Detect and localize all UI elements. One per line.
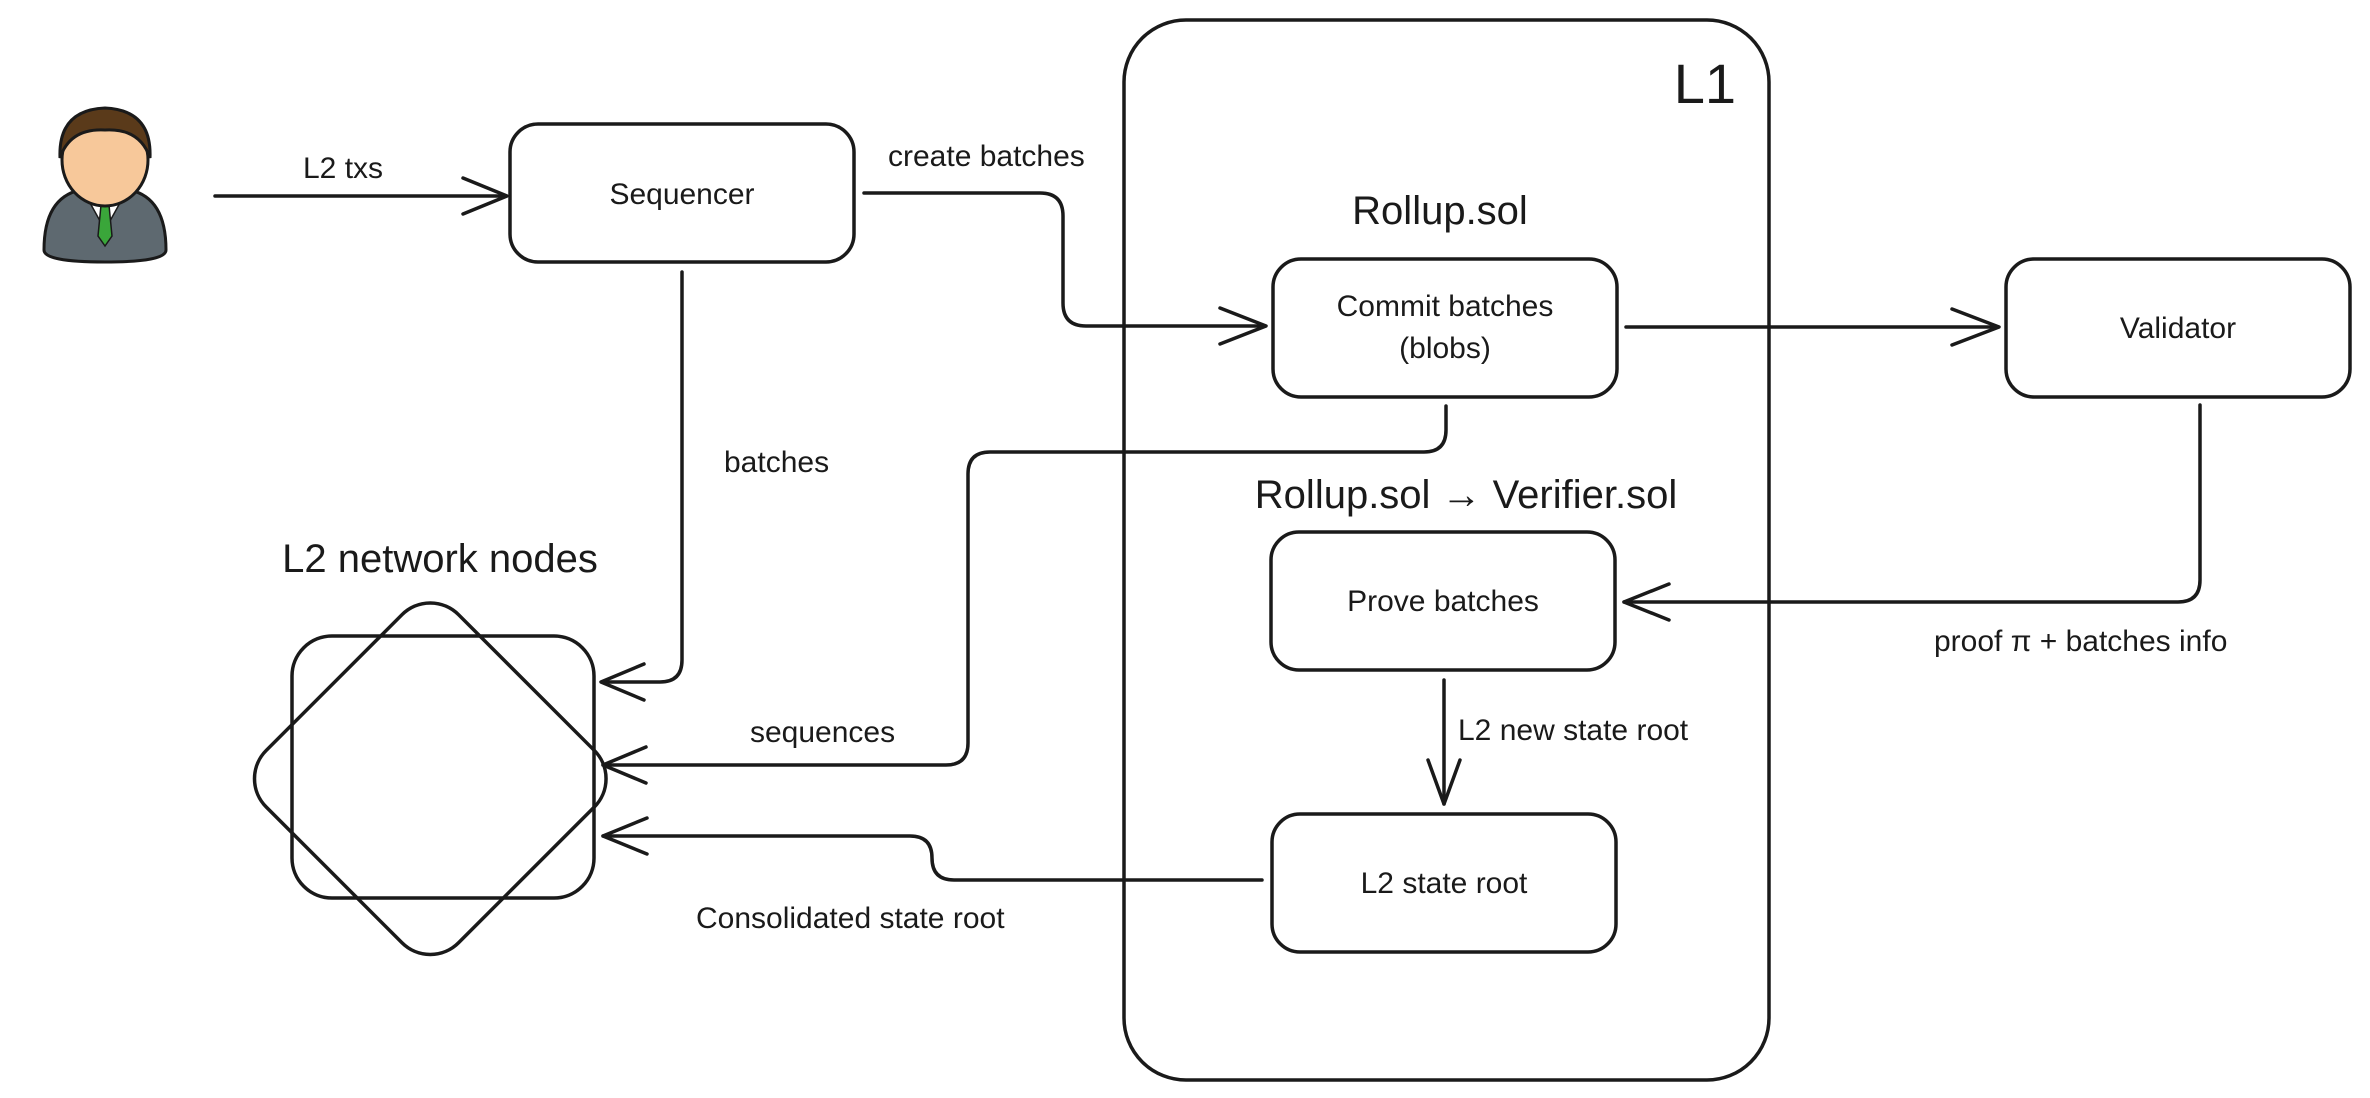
edge-label-new-state-root: L2 new state root	[1458, 714, 1689, 747]
prove-batches-node	[1269, 530, 1617, 672]
l2-state-root-label: L2 state root	[1361, 867, 1528, 900]
commit-batches-label-line2: (blobs)	[1399, 332, 1491, 365]
user-avatar-icon	[42, 106, 168, 264]
sequencer-node	[508, 122, 856, 264]
edge-label-proof: proof π + batches info	[1934, 625, 2227, 658]
prove-batches-label: Prove batches	[1347, 585, 1539, 618]
edge-create-batches	[862, 191, 1268, 346]
sequencer-label: Sequencer	[609, 178, 754, 211]
edge-label-create-batches: create batches	[888, 140, 1085, 173]
l1-container	[1122, 18, 1771, 1082]
edge-label-batches: batches	[724, 446, 829, 479]
validator-node	[2004, 257, 2352, 399]
edge-label-consolidated: Consolidated state root	[696, 902, 1005, 935]
edge-label-sequences: sequences	[750, 716, 895, 749]
edge-batches	[599, 270, 684, 702]
validator-label: Validator	[2120, 312, 2236, 345]
l2-state-root-node	[1270, 812, 1618, 954]
l2-network-nodes-icon	[252, 601, 608, 957]
l1-title: L1	[1674, 52, 1736, 115]
edge-proof	[1622, 403, 2202, 622]
edge-commit-to-validator	[1624, 307, 2001, 347]
commit-batches-label-line1: Commit batches	[1337, 290, 1554, 323]
edge-l2-txs	[213, 176, 509, 216]
edge-label-l2-txs: L2 txs	[303, 152, 383, 185]
rollup-verifier-heading: Rollup.sol → Verifier.sol	[1255, 473, 1677, 517]
edge-new-state-root	[1426, 678, 1462, 806]
edge-consolidated-state-root	[601, 816, 1264, 882]
l2-network-heading: L2 network nodes	[282, 537, 598, 581]
commit-batches-node	[1271, 257, 1619, 399]
rollup-sol-heading: Rollup.sol	[1352, 189, 1528, 233]
